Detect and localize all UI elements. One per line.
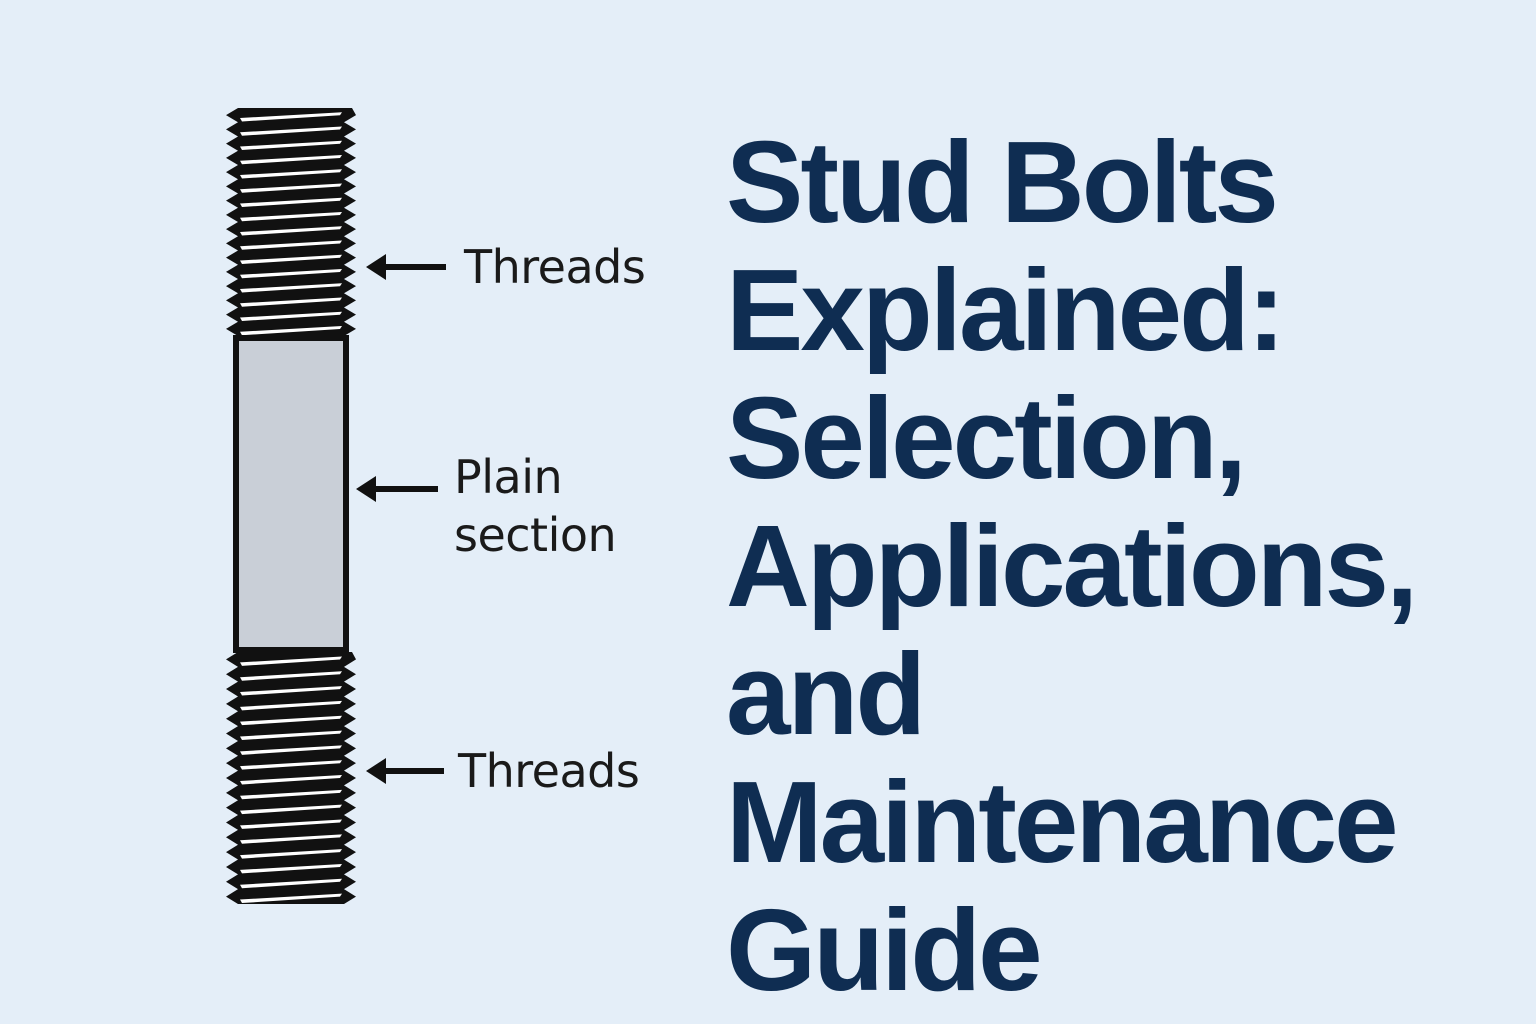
thread-highlight (240, 155, 342, 165)
thread-highlight (240, 730, 342, 740)
thread-highlight (240, 715, 342, 726)
thread-highlight (240, 183, 342, 193)
title-line: and (726, 629, 926, 759)
label-threads-top: Threads (464, 240, 646, 294)
title-line: Guide (726, 885, 1043, 1015)
thread-highlight (240, 804, 342, 815)
thread-highlight (240, 269, 342, 279)
thread-highlight (240, 760, 342, 770)
label-threads-bottom: Threads (458, 744, 640, 798)
thread-highlight (240, 671, 342, 681)
callout-bottom-threads: Threads (366, 742, 640, 800)
thread-highlight (240, 311, 342, 321)
title-line: Applications, (726, 501, 1418, 631)
thread-highlight (240, 112, 342, 122)
thread-highlight (240, 775, 342, 785)
thread-highlight (240, 656, 342, 666)
thread-highlight (240, 834, 342, 844)
arrow-left-icon (356, 476, 438, 502)
label-section: section (454, 508, 617, 562)
title-line: Stud Bolts (726, 117, 1279, 247)
thread-highlight (240, 283, 342, 293)
thread-highlight (240, 686, 342, 696)
plain-section-graphic (233, 335, 349, 653)
title-line: Maintenance (726, 757, 1399, 887)
thread-highlight (240, 169, 342, 179)
arrow-left-icon (366, 254, 446, 280)
thread-highlight (240, 326, 342, 336)
thread-highlight (240, 789, 342, 800)
thread-highlight (240, 297, 342, 307)
thread-highlight (240, 254, 342, 264)
title-line: Selection, (726, 373, 1247, 503)
thread-highlight (240, 126, 342, 136)
title-line: Explained: (726, 245, 1286, 375)
arrow-left-icon (366, 758, 444, 784)
bottom-threads-graphic (226, 652, 356, 904)
thread-highlight (240, 140, 342, 150)
thread-highlight (240, 197, 342, 207)
thread-highlight (240, 878, 342, 889)
callout-plain-section: Plain section (356, 448, 617, 564)
page-title: Stud Bolts Explained: Selection, Applica… (726, 117, 1418, 1015)
thread-highlight (240, 700, 342, 711)
label-plain: Plain (454, 450, 563, 504)
thread-highlight (240, 893, 342, 904)
thread-highlight (240, 212, 342, 222)
top-threads-graphic (226, 108, 356, 336)
thread-highlight (240, 863, 342, 874)
thread-highlight (240, 745, 342, 755)
callout-top-threads: Threads (366, 238, 646, 296)
thread-highlight (240, 819, 342, 829)
thread-silhouette (226, 108, 356, 336)
thread-highlight (240, 226, 342, 236)
thread-highlight (240, 849, 342, 859)
thread-highlight (240, 240, 342, 250)
